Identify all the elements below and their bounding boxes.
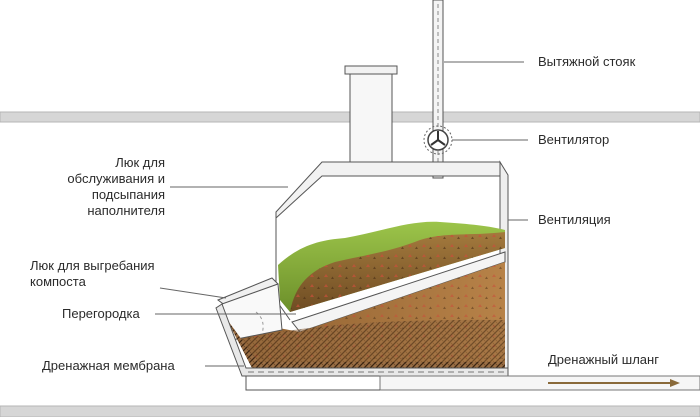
label-drain-hose: Дренажный шланг [548,352,659,367]
label-ventilation: Вентиляция [538,212,611,227]
label-service-hatch: Люк для обслуживания и подсыпания наполн… [67,155,165,218]
drain-hose [379,375,700,391]
lower-floor-band [0,405,700,417]
exhaust-pipe [432,0,444,179]
label-fan: Вентилятор [538,132,610,147]
service-chute [344,65,398,163]
fan-icon [423,125,453,155]
label-partition: Перегородка [62,306,140,321]
label-compost-hatch: Люк для выгребания компоста [30,258,155,289]
drainage-membrane [226,318,505,368]
label-exhaust-pipe: Вытяжной стояк [538,54,636,69]
leader-lines [155,61,528,367]
compost-hatch [216,277,283,341]
label-drain-membrane: Дренажная мембрана [42,358,175,373]
